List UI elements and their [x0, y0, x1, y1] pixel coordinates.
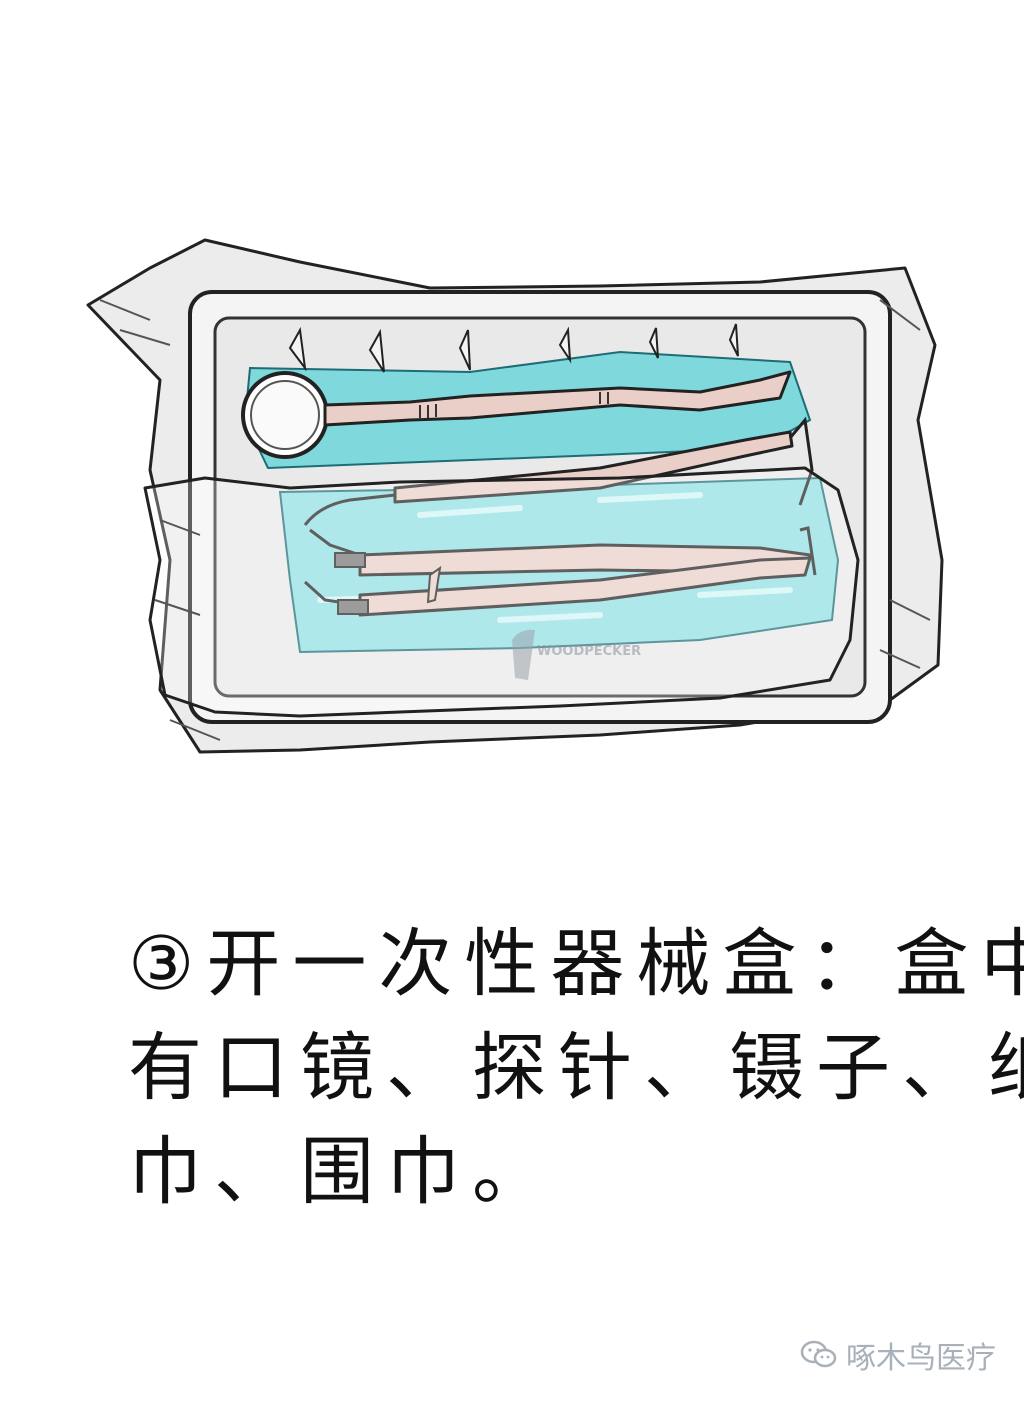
wrapping-film-front: [143, 466, 860, 718]
caption: ③开一次性器械盒：盒中 有口镜、探针、镊子、纸 巾、围巾。: [128, 912, 1024, 1224]
dental-probe: [303, 416, 814, 526]
instrument-box-illustration: WOODPECKER: [86, 238, 944, 754]
mouth-mirror: [241, 370, 792, 459]
watermark: 啄木鸟医疗: [800, 1333, 996, 1377]
woodpecker-logo: WOODPECKER: [512, 629, 641, 680]
caption-line-2: 有口镜、探针、镊子、纸: [128, 1025, 1024, 1111]
dental-tweezers: [303, 526, 817, 617]
watermark-text: 啄木鸟医疗: [846, 1341, 996, 1376]
wrap-crinkles: [99, 299, 931, 741]
wechat-icon: [800, 1340, 837, 1368]
woodpecker-logo-text: WOODPECKER: [537, 644, 641, 659]
caption-line-3: 巾、围巾。: [128, 1129, 558, 1215]
tray-ridges: [288, 323, 739, 373]
caption-line-1: ③开一次性器械盒：盒中: [128, 921, 1024, 1007]
